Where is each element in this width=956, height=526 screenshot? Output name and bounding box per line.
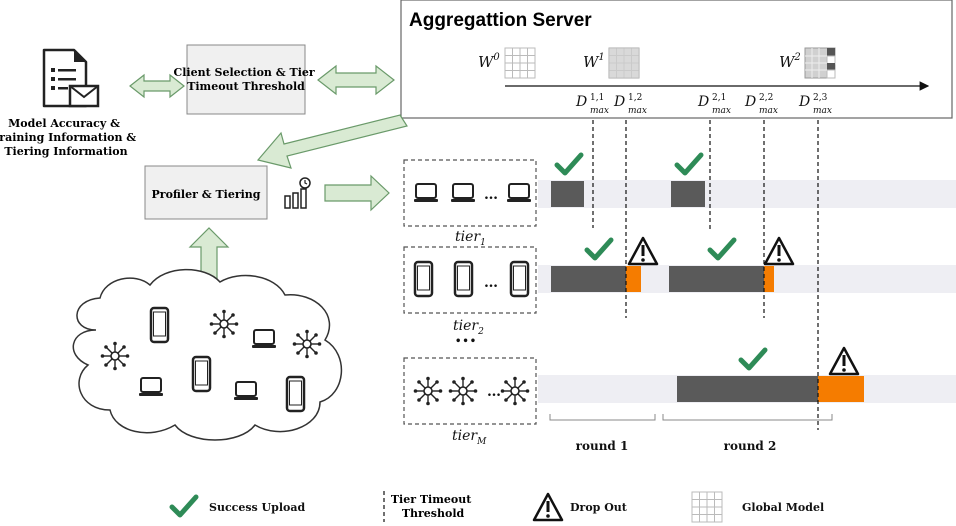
lane-tier-1: [538, 180, 956, 208]
svg-text:1,1: 1,1: [590, 93, 604, 103]
aggregation-server-box: [400, 0, 953, 119]
svg-text:max: max: [813, 106, 832, 116]
training-bar: [551, 266, 626, 292]
dropout-warning-icon: [763, 236, 795, 266]
phone-icon: [453, 260, 474, 298]
svg-text:D: D: [613, 94, 625, 110]
svg-text:2,1: 2,1: [712, 93, 726, 103]
arrow-right-icon: [324, 174, 390, 212]
deadline-label-d21: D 2,1 max: [697, 93, 731, 116]
legend-global-model-icon: [691, 491, 723, 523]
deadline-label-d23: D 2,3 max: [798, 93, 832, 116]
double-arrow-icon: [129, 73, 185, 99]
laptop-icon: [138, 377, 164, 397]
deadline-label-d11: D 1,1 max: [575, 93, 609, 116]
laptop-icon: [506, 183, 532, 203]
success-check-icon: [587, 240, 611, 258]
iot-icon: [291, 328, 323, 360]
device-cloud: [72, 268, 342, 441]
round-2-label: round 2: [724, 439, 777, 453]
client-selection-label: Client Selection & Tier Timeout Threshol…: [173, 66, 318, 93]
laptop-icon: [450, 183, 476, 203]
global-model-w2-icon: [804, 47, 836, 79]
iot-icon: [208, 308, 240, 340]
iot-icon: [99, 340, 131, 372]
laptop-icon: [233, 381, 259, 401]
svg-text:max: max: [712, 106, 731, 116]
phone-icon: [149, 306, 170, 344]
deadline-label-d22: D 2,2 max: [744, 93, 778, 116]
ellipsis: …: [484, 275, 498, 291]
phone-icon: [191, 355, 212, 393]
success-check-icon: [741, 350, 765, 368]
training-bar: [669, 266, 764, 292]
dropout-bar: [764, 266, 774, 292]
dropout-bar: [626, 266, 641, 292]
svg-text:D: D: [744, 94, 756, 110]
double-arrow-icon: [317, 64, 395, 96]
client-selection-box: [186, 44, 306, 115]
legend-global-model-label: Global Model: [742, 501, 824, 514]
svg-text:max: max: [628, 106, 647, 116]
training-bar: [677, 376, 818, 402]
svg-text:D: D: [798, 94, 810, 110]
model-w2-label: W2: [779, 52, 801, 71]
legend-success-icon: [172, 497, 196, 515]
svg-text:D: D: [575, 94, 587, 110]
svg-text:D: D: [697, 94, 709, 110]
legend-success-label: Success Upload: [209, 501, 305, 514]
tier-m-label: tierM: [452, 428, 487, 447]
laptop-icon: [413, 183, 439, 203]
global-model-w1-icon: [608, 47, 640, 79]
phone-icon: [413, 260, 434, 298]
global-model-w0-icon: [504, 47, 536, 79]
iot-icon: [447, 375, 479, 407]
phone-icon: [509, 260, 530, 298]
profiler-label: Profiler & Tiering: [152, 188, 261, 201]
training-bar: [551, 181, 584, 207]
success-check-icon: [710, 240, 734, 258]
profiler-box: [144, 165, 268, 220]
svg-text:max: max: [759, 106, 778, 116]
success-check-icon: [557, 155, 581, 173]
round-2-bracket: [662, 414, 833, 421]
success-check-icon: [677, 155, 701, 173]
info-label: Model Accuracy & Training Information & …: [0, 117, 140, 158]
iot-icon: [499, 375, 531, 407]
model-w1-label: W1: [583, 52, 605, 71]
legend-timeout-label: Tier Timeout Threshold: [391, 493, 475, 520]
svg-text:1,2: 1,2: [628, 93, 642, 103]
stats-clock-icon: [284, 177, 311, 209]
svg-text:2,3: 2,3: [813, 93, 828, 103]
tier-2-label: tier2: [453, 318, 484, 337]
ellipsis: …: [487, 384, 501, 400]
training-bar: [671, 181, 705, 207]
model-w0-label: W0: [478, 52, 500, 71]
dropout-bar: [818, 376, 864, 402]
svg-text:2,2: 2,2: [759, 93, 773, 103]
deadline-label-d12: D 1,2 max: [613, 93, 647, 116]
tier-separator-dots: •••: [455, 336, 477, 347]
ellipsis: …: [484, 187, 498, 203]
round-1-label: round 1: [576, 439, 629, 453]
document-icon: [42, 48, 100, 108]
dropout-warning-icon: [828, 346, 860, 376]
svg-text:max: max: [590, 106, 609, 116]
tier-1-label: tier1: [455, 229, 486, 248]
phone-icon: [285, 375, 306, 413]
dropout-warning-icon: [627, 236, 659, 266]
laptop-icon: [251, 329, 277, 349]
arrow-down-left-icon: [256, 114, 408, 169]
iot-icon: [412, 375, 444, 407]
legend-dropout-icon: [532, 492, 564, 522]
server-title: Aggregattion Server: [409, 10, 592, 31]
legend-dropout-label: Drop Out: [570, 501, 628, 514]
round-1-bracket: [549, 414, 656, 421]
